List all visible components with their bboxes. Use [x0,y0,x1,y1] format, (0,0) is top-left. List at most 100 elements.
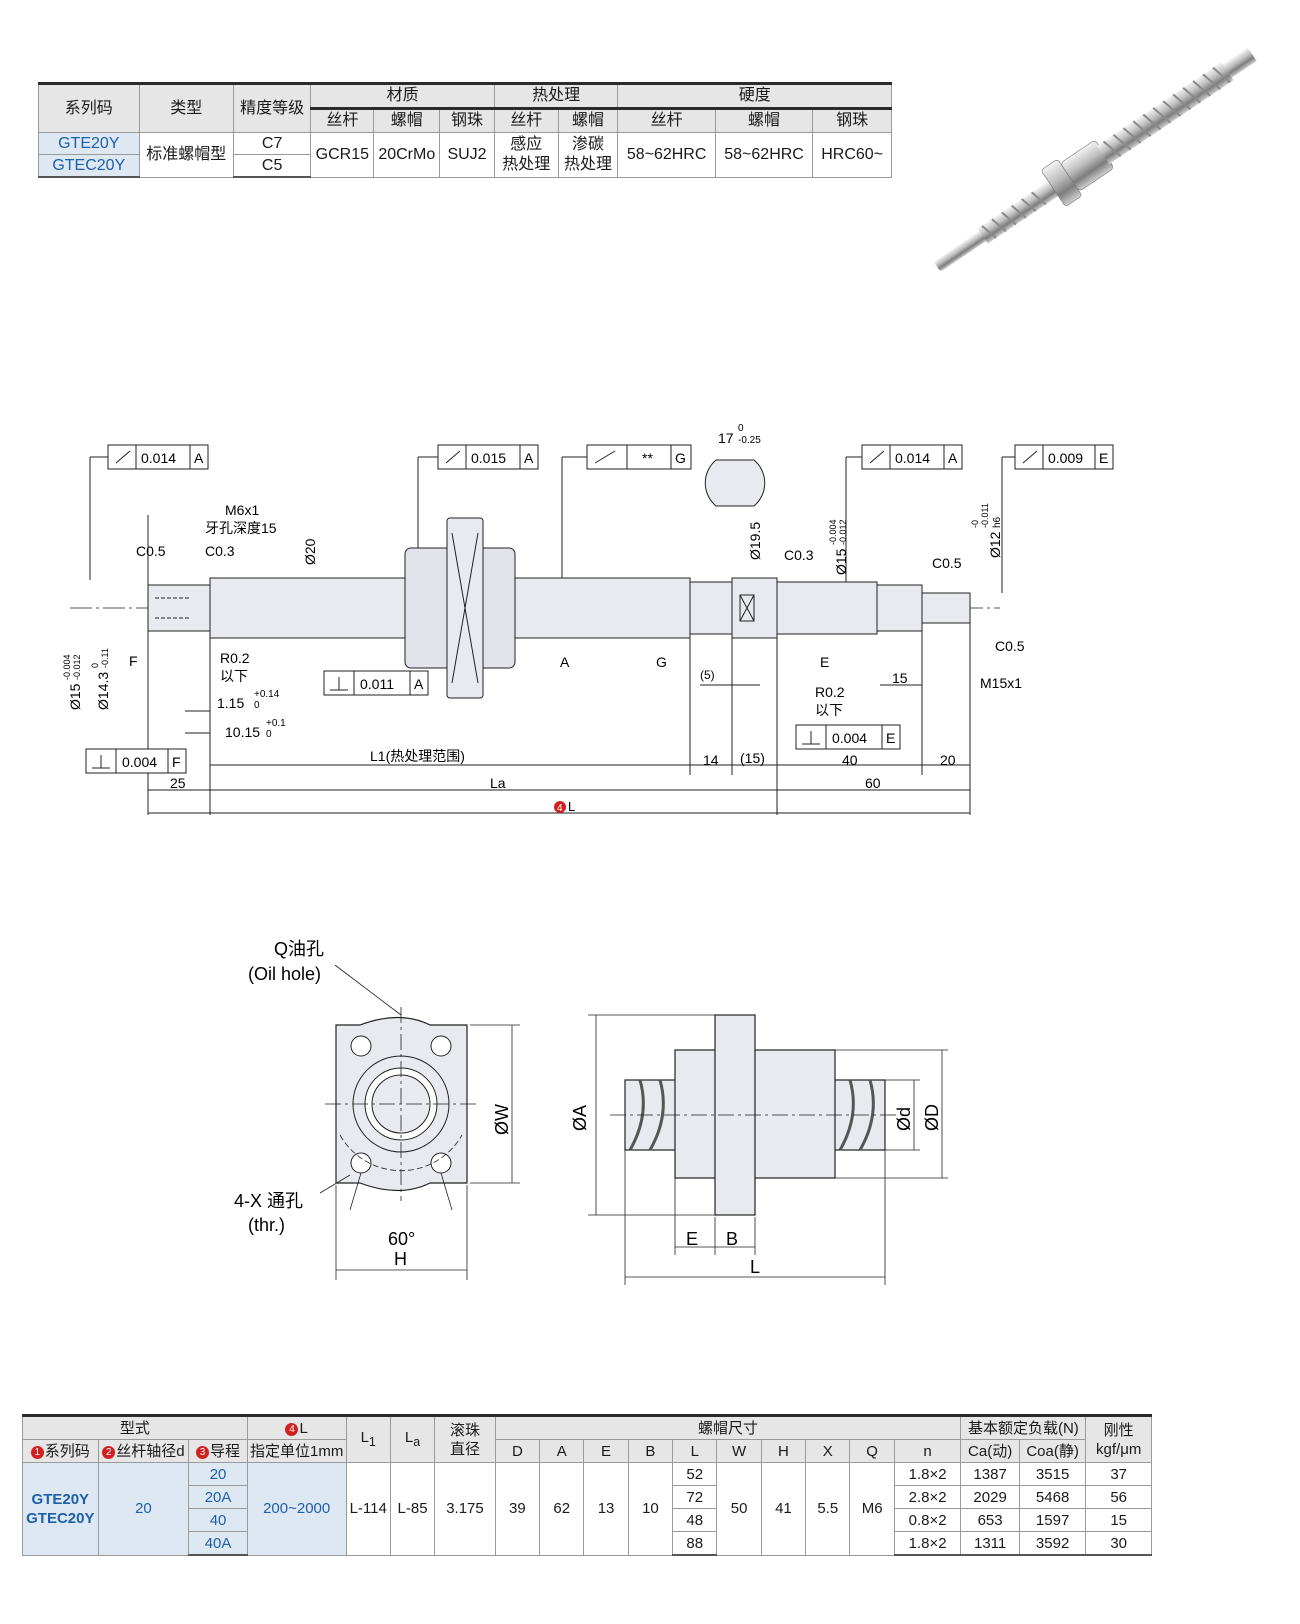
label-la: La [490,775,506,791]
series-code-cell: GTEC20Y [38,154,140,178]
label-d15-right: Ø15 [833,548,849,575]
w-cell: 50 [716,1462,762,1556]
n-cell: 2.8×2 [893,1485,962,1509]
tol-perp-nut-value: 0.011 [360,676,394,692]
label-l-total: L [568,799,575,814]
label-115-tol-l: 0 [254,700,260,711]
series-gtec20y: GTEC20Y [26,1509,95,1527]
label-flat17-tol-l: -0.25 [738,435,761,446]
label-c05-right: C0.5 [932,555,962,571]
tol-perp-left-datum: F [172,754,181,770]
heat-screw-line1: 感应 [510,135,543,153]
header-hardness-screw: 丝杆 [617,108,716,133]
lead-cell: 40 [188,1508,248,1532]
tol-left-datum: A [194,450,204,466]
q-cell: M6 [849,1462,895,1556]
hardness-screw-cell: 58~62HRC [617,132,716,178]
l1-cell: L-114 [345,1462,391,1556]
coa-cell: 5468 [1018,1485,1087,1509]
label-datum-f: F [129,653,138,669]
material-ball-cell: SUJ2 [439,132,495,178]
heat-nut-cell: 渗碳热处理 [557,132,619,178]
label-l: L [750,1257,760,1277]
header-nut-dims: 螺帽尺寸 [494,1415,962,1440]
tol-nut-datum: A [524,450,534,466]
precision-cell: C5 [232,154,312,178]
l-range-cell: 200~2000 [246,1462,347,1556]
header-hardness: 硬度 [617,83,892,109]
label-dim14: 14 [703,752,719,768]
tol-g-value: ** [642,450,653,466]
label-d143-tol-u: 0 [90,663,100,668]
tol-nut-value: 0.015 [471,450,506,466]
header-ball-line1: 滚珠 [449,1421,480,1439]
a-cell: 62 [539,1462,585,1556]
callout-4-mark [554,801,566,813]
precision-cell: C7 [232,132,312,155]
ball-screw-drawing: 0.014 A 0.015 A ** G 0.014 A 0.009 E 0.0… [62,423,1114,815]
label-r02-right: R0.2 [815,684,845,700]
heat-screw-line2: 热处理 [502,155,551,173]
header-hardness-nut: 螺帽 [714,108,814,133]
label-a: ØA [570,1105,590,1131]
label-oil-hole: Q油孔 [274,939,324,959]
tol-right1-value: 0.014 [895,450,930,466]
series-gte20y: GTE20Y [31,1490,90,1508]
tol-perp-right-datum: E [886,730,895,746]
e-cell: 13 [583,1462,629,1556]
tol-g-datum: G [675,450,686,466]
tol-right1-datum: A [948,450,958,466]
col-E: E [583,1439,629,1463]
ca-cell: 1387 [960,1462,1020,1486]
table-row: GTE20Y 标准螺帽型 C7 GCR15 20CrMo SUJ2 感应热处理 … [38,132,892,178]
d-cell: 39 [494,1462,541,1556]
ca-cell: 1311 [960,1531,1020,1556]
label-115: 1.15 [217,695,244,711]
rigidity-cell: 30 [1085,1531,1152,1556]
col-D: D [494,1439,541,1463]
label-d12-fit: h6 [992,516,1003,528]
tol-right2-value: 0.009 [1048,450,1083,466]
header-load: 基本额定负载(N) [960,1415,1087,1440]
l-cell: 88 [672,1531,718,1556]
n-cell: 1.8×2 [893,1462,962,1486]
label-m15: M15x1 [980,675,1022,691]
n-cell: 0.8×2 [893,1508,962,1532]
col-coa: Coa(静) [1018,1439,1087,1463]
label-d15-left-tol-l: -0.012 [72,654,82,680]
label-below-right: 以下 [815,702,843,718]
label-c05-left: C0.5 [136,543,166,559]
rigidity-cell: 37 [1085,1462,1152,1486]
header-ball-line2: 直径 [449,1440,480,1458]
col-n: n [893,1439,962,1463]
label-datum-e: E [820,654,829,670]
header-rigidity-line1: 刚性 [1103,1421,1134,1439]
rigidity-cell: 15 [1085,1508,1152,1532]
l-cell: 52 [672,1462,718,1486]
label-r02-left: R0.2 [220,650,250,666]
series-code-cell: GTE20Y [38,132,140,155]
label-d12-tol-l: -0.011 [980,503,990,528]
label-b: B [726,1229,738,1249]
label-angle: 60° [388,1229,415,1249]
col-H: H [760,1439,807,1463]
table-row: GTEC20Y C5 [38,154,892,178]
ca-cell: 2029 [960,1485,1020,1509]
label-l1: L1(热处理范围) [370,748,465,764]
rigidity-cell: 56 [1085,1485,1152,1509]
h-cell: 41 [760,1462,807,1556]
label-w: ØW [492,1104,512,1135]
header-precision: 精度等级 [232,83,312,133]
label-h: H [394,1249,407,1269]
b-cell: 10 [627,1462,674,1556]
header-heat-screw: 丝杆 [493,108,559,133]
label-d15-left: Ø15 [67,683,83,710]
label-e: E [686,1229,698,1249]
header-la-sub: a [413,1434,421,1449]
header-l-text: L [299,1419,308,1437]
label-below-left: 以下 [220,668,248,684]
ball-cell: 3.175 [434,1462,496,1556]
